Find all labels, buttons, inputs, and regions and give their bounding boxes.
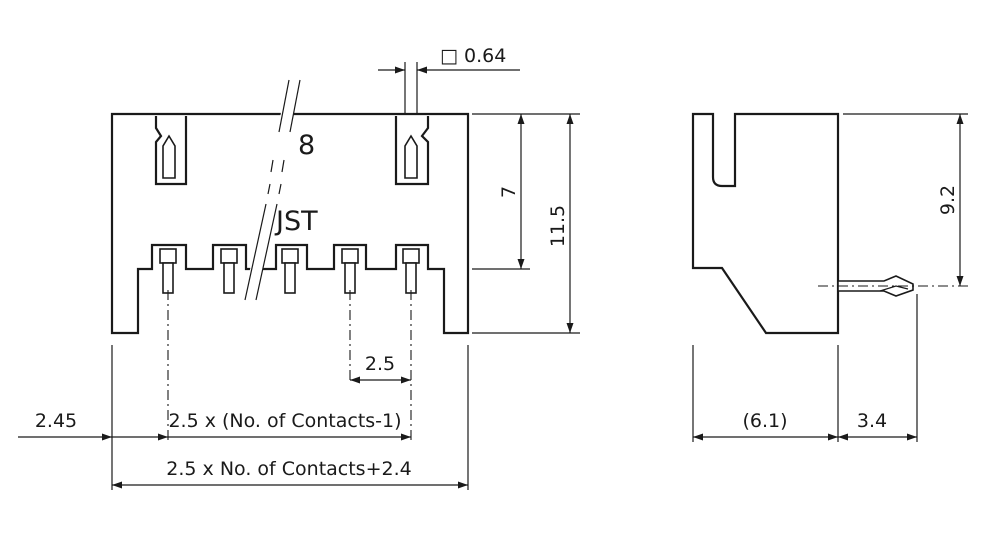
dim-depth-and-protrusion: (6.1) 3.4 (693, 410, 917, 441)
pin-5-lead (405, 262, 417, 294)
pin-2 (220, 248, 238, 264)
right-top-pin (404, 134, 418, 179)
dim-span-label: 2.5 x (No. of Contacts-1) (168, 410, 401, 432)
dim-height-7-label: 7 (498, 186, 520, 198)
right-latch-slot (394, 116, 430, 186)
dim-height-11-5: 11.5 (547, 114, 574, 333)
dim-offset-label: 2.45 (35, 410, 77, 432)
pin-count-marking: 8 (298, 130, 315, 161)
pin-5 (402, 248, 420, 264)
side-housing-outline (691, 112, 840, 335)
front-view: 8 JST □ 0.64 7 (18, 45, 580, 490)
side-view: 9.2 (6.1) 3.4 (691, 112, 968, 442)
left-latch-slot (154, 116, 188, 186)
dim-pin-height-label: 9.2 (937, 185, 959, 215)
break-lines (244, 79, 301, 301)
side-pin (837, 275, 914, 297)
dim-protrusion-label: 3.4 (857, 410, 887, 432)
pin-4 (341, 248, 359, 264)
left-top-pin (162, 134, 176, 179)
front-housing-outline (110, 112, 470, 335)
pin-3-lead (284, 262, 296, 294)
pin-3 (281, 248, 299, 264)
dim-pitch-label: 2.5 (365, 353, 395, 375)
dim-depth-label: (6.1) (742, 410, 787, 432)
dim-overall-width-label: 2.5 x No. of Contacts+2.4 (166, 458, 411, 480)
brand-marking: JST (274, 206, 318, 237)
dim-pitch: 2.5 (350, 353, 411, 384)
dim-height-11-5-label: 11.5 (547, 205, 569, 247)
dim-height-7: 7 (498, 114, 525, 269)
dim-pin-height: 9.2 (937, 114, 964, 286)
dim-pin-square: □ 0.64 (378, 45, 520, 74)
dim-overall-width: 2.5 x No. of Contacts+2.4 (112, 458, 468, 489)
dim-offset-and-span: 2.45 2.5 x (No. of Contacts-1) (18, 410, 411, 441)
pin-4-lead (344, 262, 356, 294)
dim-pin-square-label: □ 0.64 (440, 45, 506, 67)
bottom-pins (159, 248, 420, 294)
pin-2-lead (223, 262, 235, 294)
pin-1 (159, 248, 177, 264)
pin-1-lead (162, 262, 174, 294)
